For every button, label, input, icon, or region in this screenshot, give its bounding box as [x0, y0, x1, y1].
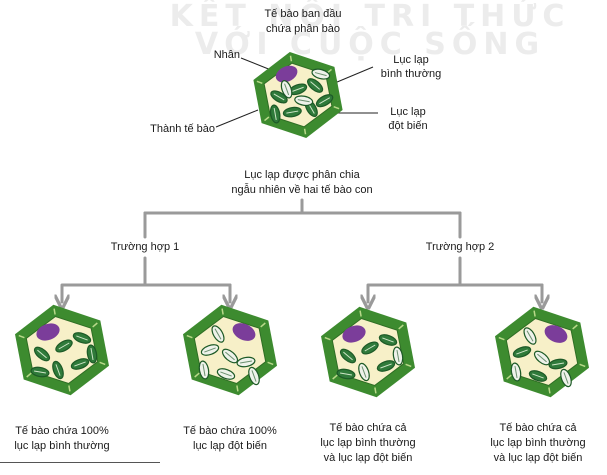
nucleus [36, 323, 60, 341]
daughter-cell-1-caption-line-1: Tế bào chứa 100% [15, 425, 109, 437]
mutant-chloroplast [311, 68, 331, 80]
mutant-chloroplast [216, 368, 236, 380]
cell-wall-label: Thành tế bào [150, 123, 215, 135]
case2-split [368, 256, 544, 302]
top-cell-title-line-2: chứa phân bào [265, 23, 341, 35]
wall-pointer [215, 109, 259, 128]
mutant-chloroplast [294, 95, 314, 106]
daughter-cell-3-caption-line-3: và lục lạp đột biến [323, 452, 413, 464]
mutant-chloroplast [560, 368, 572, 388]
mutant-chloroplast-label-line-1: Lục lạp [390, 106, 426, 118]
mutant-chloroplast [533, 350, 551, 366]
daughter-cell-1 [15, 304, 109, 396]
normal-chloroplast [269, 104, 281, 124]
normal-chloroplast [52, 360, 64, 380]
normal-chloroplast [315, 94, 334, 108]
mutant-chloroplast-label-line-2: đột biến [388, 120, 428, 132]
connector-tree [62, 198, 544, 302]
nucleus [342, 325, 366, 343]
daughter-cell-2 [183, 304, 277, 396]
normal-chloroplast [512, 346, 532, 358]
top-cell-title-line-1: Tế bào ban đầu [264, 8, 342, 20]
mutant-chloroplast [211, 325, 225, 343]
normal-chloroplast [270, 90, 288, 104]
parent-cell [253, 52, 343, 138]
division-text-line-1: Lục lạp được phân chia [244, 169, 360, 181]
watermark-line-1: KẾT NỐI TRI THỨC [169, 0, 571, 34]
normal-chloroplast [72, 332, 92, 344]
normal-chloroplast [376, 360, 396, 372]
case-1-label: Trường hợp 1 [110, 241, 180, 253]
daughter-cell-3-caption-line-1: Tế bào chứa cả [329, 422, 407, 434]
normal-chloroplast [339, 348, 357, 364]
normal-chloroplast [528, 370, 548, 382]
nucleus [232, 323, 256, 341]
nucleus-label: Nhân [213, 49, 240, 61]
daughter-cell-4-caption-line-3: và lục lạp đột biến [493, 452, 583, 464]
mutant-chloroplast [280, 80, 293, 99]
normal-chloroplast-label-line-1: Lục lạp [393, 54, 429, 66]
case1-split [62, 256, 232, 302]
normal-chloroplast [33, 346, 51, 362]
daughter-cell-3-caption-line-2: lục lạp bình thường [320, 437, 416, 449]
normal-chloroplast [55, 339, 73, 353]
normal-chloroplast [30, 366, 50, 378]
daughter-cell-1-caption-line-2: lục lạp bình thường [14, 440, 110, 452]
daughter-cell-2-caption-line-1: Tế bào chứa 100% [183, 425, 277, 437]
nucleus [544, 325, 568, 343]
daughter-cell-3 [321, 306, 415, 398]
normal-chloroplast [307, 78, 324, 93]
mutant-chloroplast [236, 356, 256, 368]
watermark-line-2: VỚI CUỘC SỐNG [194, 27, 546, 62]
normal-chloroplast [361, 341, 379, 355]
daughter-cell-2-caption-line-2: lục lạp đột biến [193, 440, 267, 452]
normal-chloroplast [378, 334, 398, 346]
mutant-chloroplast [200, 344, 220, 356]
normal-chloroplast-label-line-2: bình thường [380, 68, 442, 80]
normal-chloroplast [336, 368, 356, 380]
division-text-line-2: ngẫu nhiên về hai tế bào con [231, 184, 373, 196]
daughter-cell-4-caption-line-1: Tế bào chứa cả [499, 422, 577, 434]
nucleus [275, 65, 298, 83]
daughter-cell-4-caption-line-2: lục lạp bình thường [490, 437, 586, 449]
daughter-cell-4 [495, 306, 589, 398]
mutant-chloroplast [523, 327, 537, 345]
mutant-chloroplast [358, 362, 370, 382]
mutant-chloroplast [248, 366, 260, 386]
normal-chloroplast [70, 358, 90, 370]
mutant-chloroplast [510, 362, 522, 382]
caption-underline [0, 462, 160, 463]
case-2-label: Trường hợp 2 [425, 241, 495, 253]
